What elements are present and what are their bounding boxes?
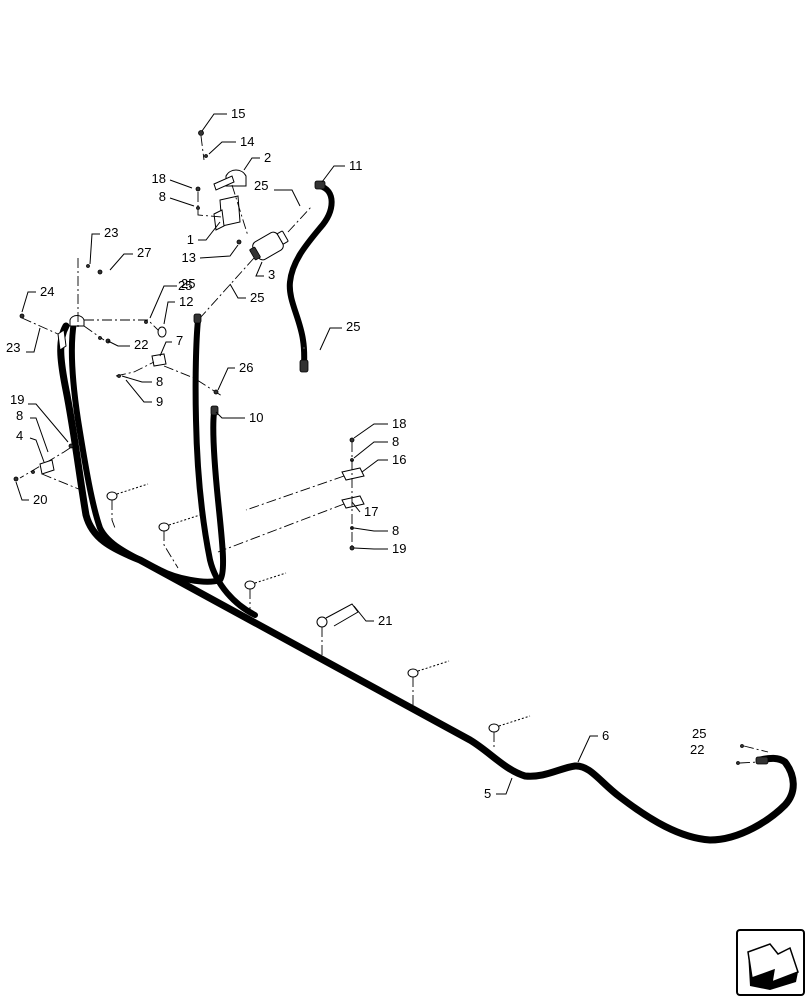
callout-leader-line (30, 417, 49, 453)
callout-number: 11 (349, 158, 363, 173)
callout-number: 15 (231, 106, 245, 121)
callout-leader-line (361, 459, 388, 473)
callout-leader-line (125, 379, 152, 403)
callout-number: 27 (137, 245, 151, 260)
callout-number: 10 (249, 410, 263, 425)
callout-number: 19 (10, 392, 24, 407)
callout-number: 8 (156, 374, 163, 389)
secondary-hose (68, 319, 227, 585)
callout-number: 17 (364, 504, 378, 519)
callout-number: 8 (159, 189, 166, 204)
callout-number: 25 (178, 278, 192, 293)
callout-number: 25 (346, 319, 360, 334)
callout-number: 26 (239, 360, 253, 375)
right-bracket (217, 437, 365, 553)
callout-number: 24 (40, 284, 54, 299)
callout-leader-line (89, 233, 100, 265)
left-clamp-cluster (19, 258, 223, 416)
callout-number: 23 (104, 225, 118, 240)
callout-leader-line (274, 189, 301, 207)
callout-leader-line (159, 341, 172, 357)
callout-number: 21 (378, 613, 392, 628)
callout-leader-line (169, 179, 193, 189)
callout-leader-line (29, 437, 45, 463)
callout-leader-line (26, 327, 41, 353)
left-clamp-4 (13, 443, 87, 493)
callout-number: 5 (484, 786, 491, 801)
callout-leader-line (28, 403, 69, 443)
middle-hose (192, 317, 258, 618)
callout-number: 18 (392, 416, 406, 431)
callout-number: 19 (392, 541, 406, 556)
callout-leader-line (319, 327, 342, 351)
callout-leader-line (351, 501, 361, 513)
callout-leader-line (109, 253, 133, 271)
tie-straps (106, 483, 531, 748)
callout-number: 22 (134, 337, 148, 352)
callout-leaders (15, 113, 598, 795)
callout-number: 1 (187, 232, 194, 247)
callout-leader-line (201, 113, 227, 132)
callout-number: 2 (264, 150, 271, 165)
strap-21 (316, 603, 359, 655)
callout-leader-line (243, 157, 260, 171)
callout-number: 14 (240, 134, 254, 149)
callout-number: 8 (16, 408, 23, 423)
callout-leader-line (255, 261, 264, 277)
callout-number: 25 (692, 726, 706, 741)
callout-number: 23 (6, 340, 20, 355)
callout-number: 25 (250, 290, 264, 305)
callout-leader-line (169, 197, 195, 207)
hose-11 (286, 180, 335, 373)
callout-leader-line (353, 527, 388, 532)
callout-number: 25 (181, 276, 195, 291)
callout-leader-line (163, 301, 175, 325)
callout-number: 7 (176, 333, 183, 348)
callout-number: 18 (152, 171, 166, 186)
callout-leader-line (229, 283, 246, 299)
callout-number: 4 (16, 428, 23, 443)
callout-leader-line (121, 375, 152, 383)
callout-leader-line (21, 291, 36, 313)
callout-number: 13 (182, 250, 196, 265)
callout-number: 20 (33, 492, 47, 507)
callout-leader-line (496, 777, 513, 795)
callout-leader-line (321, 165, 345, 183)
right-end-fitting (302, 346, 769, 765)
callout-number: 22 (690, 742, 704, 757)
callout-leader-line (353, 605, 374, 622)
callout-number: 8 (392, 523, 399, 538)
main-hose (57, 322, 797, 844)
callout-leader-line (353, 441, 388, 459)
callout-number: 25 (254, 178, 268, 193)
bracket-components (193, 130, 313, 324)
navigation-arrow-icon[interactable] (736, 929, 805, 996)
callout-leader-line (217, 367, 235, 391)
callout-number: 12 (179, 294, 193, 309)
callout-leader-line (149, 285, 177, 319)
callout-leader-line (353, 423, 388, 439)
callout-leader-line (199, 244, 239, 259)
callout-number: 3 (268, 267, 275, 282)
callout-leader-line (107, 340, 130, 347)
callout-number: 6 (602, 728, 609, 743)
callout-leader-line (577, 735, 598, 763)
callout-number: 9 (156, 394, 163, 409)
callout-leader-line (353, 547, 388, 550)
callout-number: 16 (392, 452, 406, 467)
callout-leader-line (215, 411, 245, 419)
callout-leader-line (198, 221, 221, 241)
callout-leader-line (15, 481, 29, 501)
callout-number: 8 (392, 434, 399, 449)
callout-leader-line (208, 141, 236, 155)
